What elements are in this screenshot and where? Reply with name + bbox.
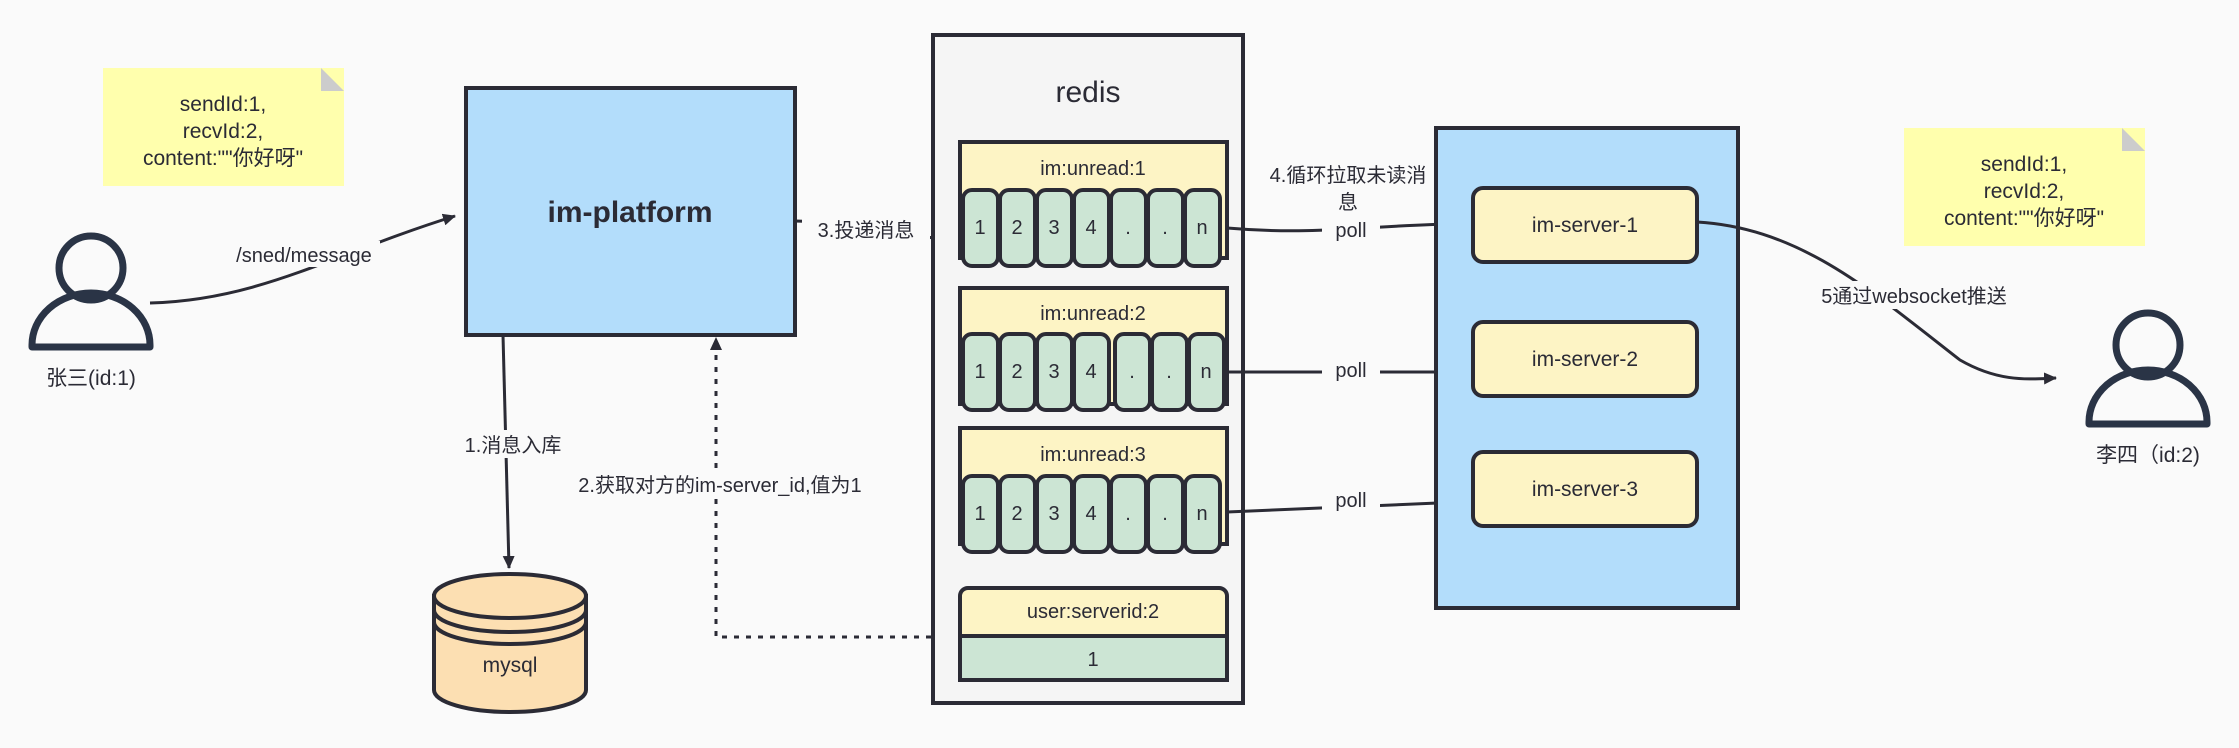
im-server-2-box[interactable]: im-server-2 (1471, 320, 1699, 398)
edge-send-message-label: /sned/message (236, 245, 372, 267)
cell: 2 (1011, 361, 1022, 383)
im-platform-label: im-platform (548, 196, 713, 229)
cell: . (1162, 503, 1168, 525)
user-icon (2085, 309, 2211, 428)
note-fold-icon (321, 68, 344, 91)
redis-queue-0[interactable]: im:unread:1 1 2 3 4 . . n (958, 140, 1229, 268)
actor-sender: 张三(id:1) (28, 232, 154, 390)
redis-queue-2-cells: 1 2 3 4 . . n (961, 474, 1222, 554)
cell: 3 (1048, 217, 1059, 239)
cell: 3 (1048, 361, 1059, 383)
cell: . (1125, 503, 1131, 525)
im-platform-box[interactable]: im-platform (464, 86, 797, 337)
edge-step2-label: 2.获取对方的im-server_id,值为1 (578, 474, 861, 497)
note-fold-icon (2122, 128, 2145, 151)
edge-step1-label: 1.消息入库 (465, 434, 562, 457)
note-left: sendId:1, recvId:2, content:""你好呀" (103, 68, 344, 186)
im-server-1-box[interactable]: im-server-1 (1471, 186, 1699, 264)
actor-receiver-label: 李四（id:2) (2096, 444, 2200, 467)
im-server-3-label: im-server-3 (1532, 478, 1638, 501)
edge-step4-label-line1: 4.循环拉取未读消 (1270, 164, 1427, 187)
im-server-container: im-server-1 im-server-2 im-server-3 (1434, 126, 1740, 610)
redis-container: redis im:unread:1 1 2 3 4 . . (931, 33, 1245, 705)
cell: . (1166, 361, 1172, 383)
cell: n (1196, 217, 1207, 239)
edge-send-message (149, 213, 456, 305)
cell: 2 (1011, 503, 1022, 525)
cell: n (1200, 361, 1211, 383)
redis-title: redis (1055, 76, 1120, 109)
note-left-line1: sendId:1, (180, 93, 266, 116)
database-cylinder-icon (432, 572, 588, 714)
cell: . (1129, 361, 1135, 383)
redis-mapping-value: 1 (1087, 649, 1098, 671)
cell: . (1125, 217, 1131, 239)
cell: n (1196, 503, 1207, 525)
mysql-database[interactable]: mysql (432, 572, 588, 714)
edge-step5 (1696, 220, 2057, 385)
user-icon (28, 232, 154, 351)
redis-queue-0-key: im:unread:1 (1040, 158, 1146, 180)
note-left-line3: content:""你好呀" (143, 147, 303, 170)
redis-queue-2[interactable]: im:unread:3 1 2 3 4 . . n (958, 426, 1229, 554)
cell: 4 (1085, 503, 1096, 525)
redis-queue-2-key: im:unread:3 (1040, 444, 1146, 466)
note-right: sendId:1, recvId:2, content:""你好呀" (1904, 128, 2145, 246)
redis-queue-0-cells: 1 2 3 4 . . n (961, 188, 1222, 268)
actor-sender-label: 张三(id:1) (46, 367, 136, 390)
cell: 4 (1085, 361, 1096, 383)
cell: 1 (974, 361, 985, 383)
edge-poll-2-label: poll (1335, 360, 1366, 382)
im-server-1-label: im-server-1 (1532, 214, 1638, 237)
im-server-3-box[interactable]: im-server-3 (1471, 450, 1699, 528)
cell: 4 (1085, 217, 1096, 239)
redis-queue-1-key: im:unread:2 (1040, 303, 1146, 325)
cell: 1 (974, 217, 985, 239)
note-left-line2: recvId:2, (183, 120, 264, 143)
redis-mapping-key: user:serverid:2 (1027, 601, 1159, 623)
redis-queue-1[interactable]: im:unread:2 1 2 3 4 . . n (958, 286, 1229, 412)
cell: 3 (1048, 503, 1059, 525)
cell: 1 (974, 503, 985, 525)
mysql-label: mysql (483, 654, 538, 677)
cell: 2 (1011, 217, 1022, 239)
note-right-line1: sendId:1, (1981, 153, 2067, 176)
redis-mapping[interactable]: user:serverid:2 1 (958, 586, 1229, 682)
im-server-2-label: im-server-2 (1532, 348, 1638, 371)
cell: . (1162, 217, 1168, 239)
edge-step4-label-line2: 息 (1338, 191, 1358, 214)
edge-poll-3-label: poll (1335, 490, 1366, 512)
redis-queue-1-cells: 1 2 3 4 . . n (961, 332, 1226, 412)
edge-step3-label: 3.投递消息 (818, 219, 915, 242)
note-right-line3: content:""你好呀" (1944, 207, 2104, 230)
note-right-line2: recvId:2, (1984, 180, 2065, 203)
actor-receiver: 李四（id:2) (2085, 309, 2211, 467)
edge-poll-1-label: poll (1335, 220, 1366, 242)
edge-step5-label: 5通过websocket推送 (1821, 285, 2007, 308)
